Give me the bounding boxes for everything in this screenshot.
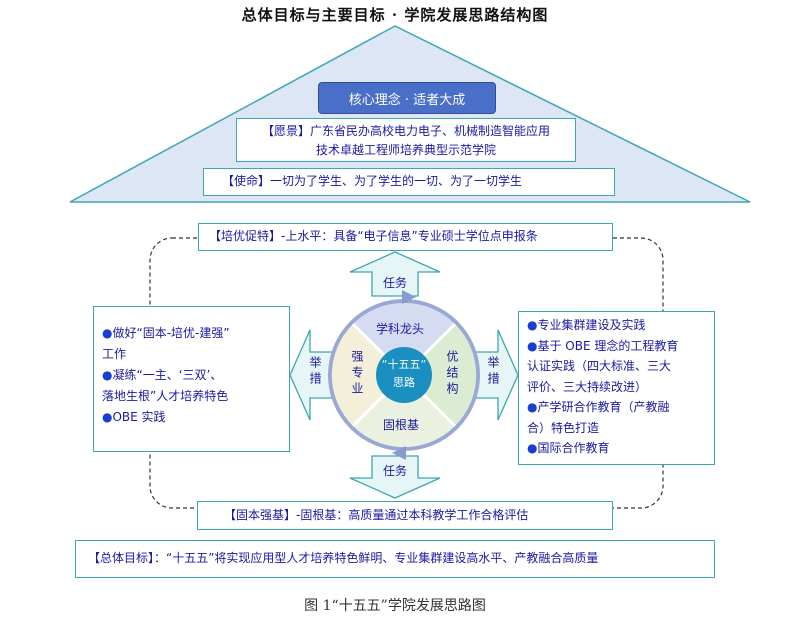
right-item-4: 国际合作教育 [527,438,710,459]
left-measures-box: 做好“固本-培优-建强” 工作 凝练“一主、‘三双’、 落地生根”人才培养特色 … [93,306,290,452]
center-label-1: “十五五” [381,358,427,371]
top-goal-box: 【培优促特】-上水平：具备“电子信息”专业硕士学位点申报条 [198,223,613,251]
right-item-3: 产学研合作教育（产教融 [527,397,710,418]
right-item-2c: 评价、三大持续改进） [527,379,648,394]
quadrant-top [353,302,455,375]
task-down-arrow [349,455,441,499]
left-item-2: 凝练“一主、‘三双’、 [102,365,283,386]
right-item-3b: 合）特色打造 [527,420,600,435]
right-item-2: 基于 OBE 理念的工程教育 [527,336,710,357]
quadrant-right [404,324,477,426]
left-item-1: 做好“固本-培优-建强” [102,323,283,344]
center-circle [376,347,432,403]
quadrant-bottom [353,375,455,448]
circle-right-label: 优结构 [445,350,459,398]
figure-caption: 图 1“十五五”学院发展思路图 [304,598,486,614]
diagram-title: 总体目标与主要目标 · 学院发展思路结构图 [241,6,549,24]
left-item-3: OBE 实践 [102,407,283,428]
task-up-arrow [349,251,441,297]
bottom-goal-box: 【固本强基】-固根基：高质量通过本科教学工作合格评估 [197,501,613,530]
ring-arrow-bottom [392,446,406,460]
vision-line-1: 【愿景】广东省民办高校电力电子、机械制造智能应用 [261,124,550,138]
overall-goal-box: 【总体目标】：“十五五”将实现应用型人才培养特色鲜明、专业集群建设高水平、产教融… [75,540,715,578]
center-label-2: 思路 [393,376,415,389]
mission-box: 【使命】一切为了学生、为了学生的一切、为了一切学生 [203,168,615,196]
measure-left-label: 举措 [308,356,322,388]
task-top-label: 任务 [383,276,408,290]
left-item-1b: 工作 [102,347,127,361]
left-item-2b: 落地生根”人才培养特色 [102,389,229,403]
circle-top-label: 学科龙头 [376,322,425,336]
quadrant-left [331,324,404,426]
measure-right-label: 举措 [486,356,500,388]
circle-left-label: 强专业 [350,350,364,398]
vision-box: 【愿景】广东省民办高校电力电子、机械制造智能应用 技术卓越工程师培养典型示范学院 [236,118,576,162]
circle-bottom-label: 固根基 [383,418,420,432]
task-bottom-label: 任务 [383,464,408,478]
ring-arrow-top [402,290,416,304]
right-item-1: 专业集群建设及实践 [527,315,710,336]
core-concept: 核心理念 · 适者大成 [318,82,496,114]
right-measures-box: 专业集群建设及实践 基于 OBE 理念的工程教育 认证实践（四大标准、三大 评价… [518,311,715,465]
vision-line-2: 技术卓越工程师培养典型示范学院 [315,143,496,157]
right-item-2b: 认证实践（四大标准、三大 [527,359,672,373]
